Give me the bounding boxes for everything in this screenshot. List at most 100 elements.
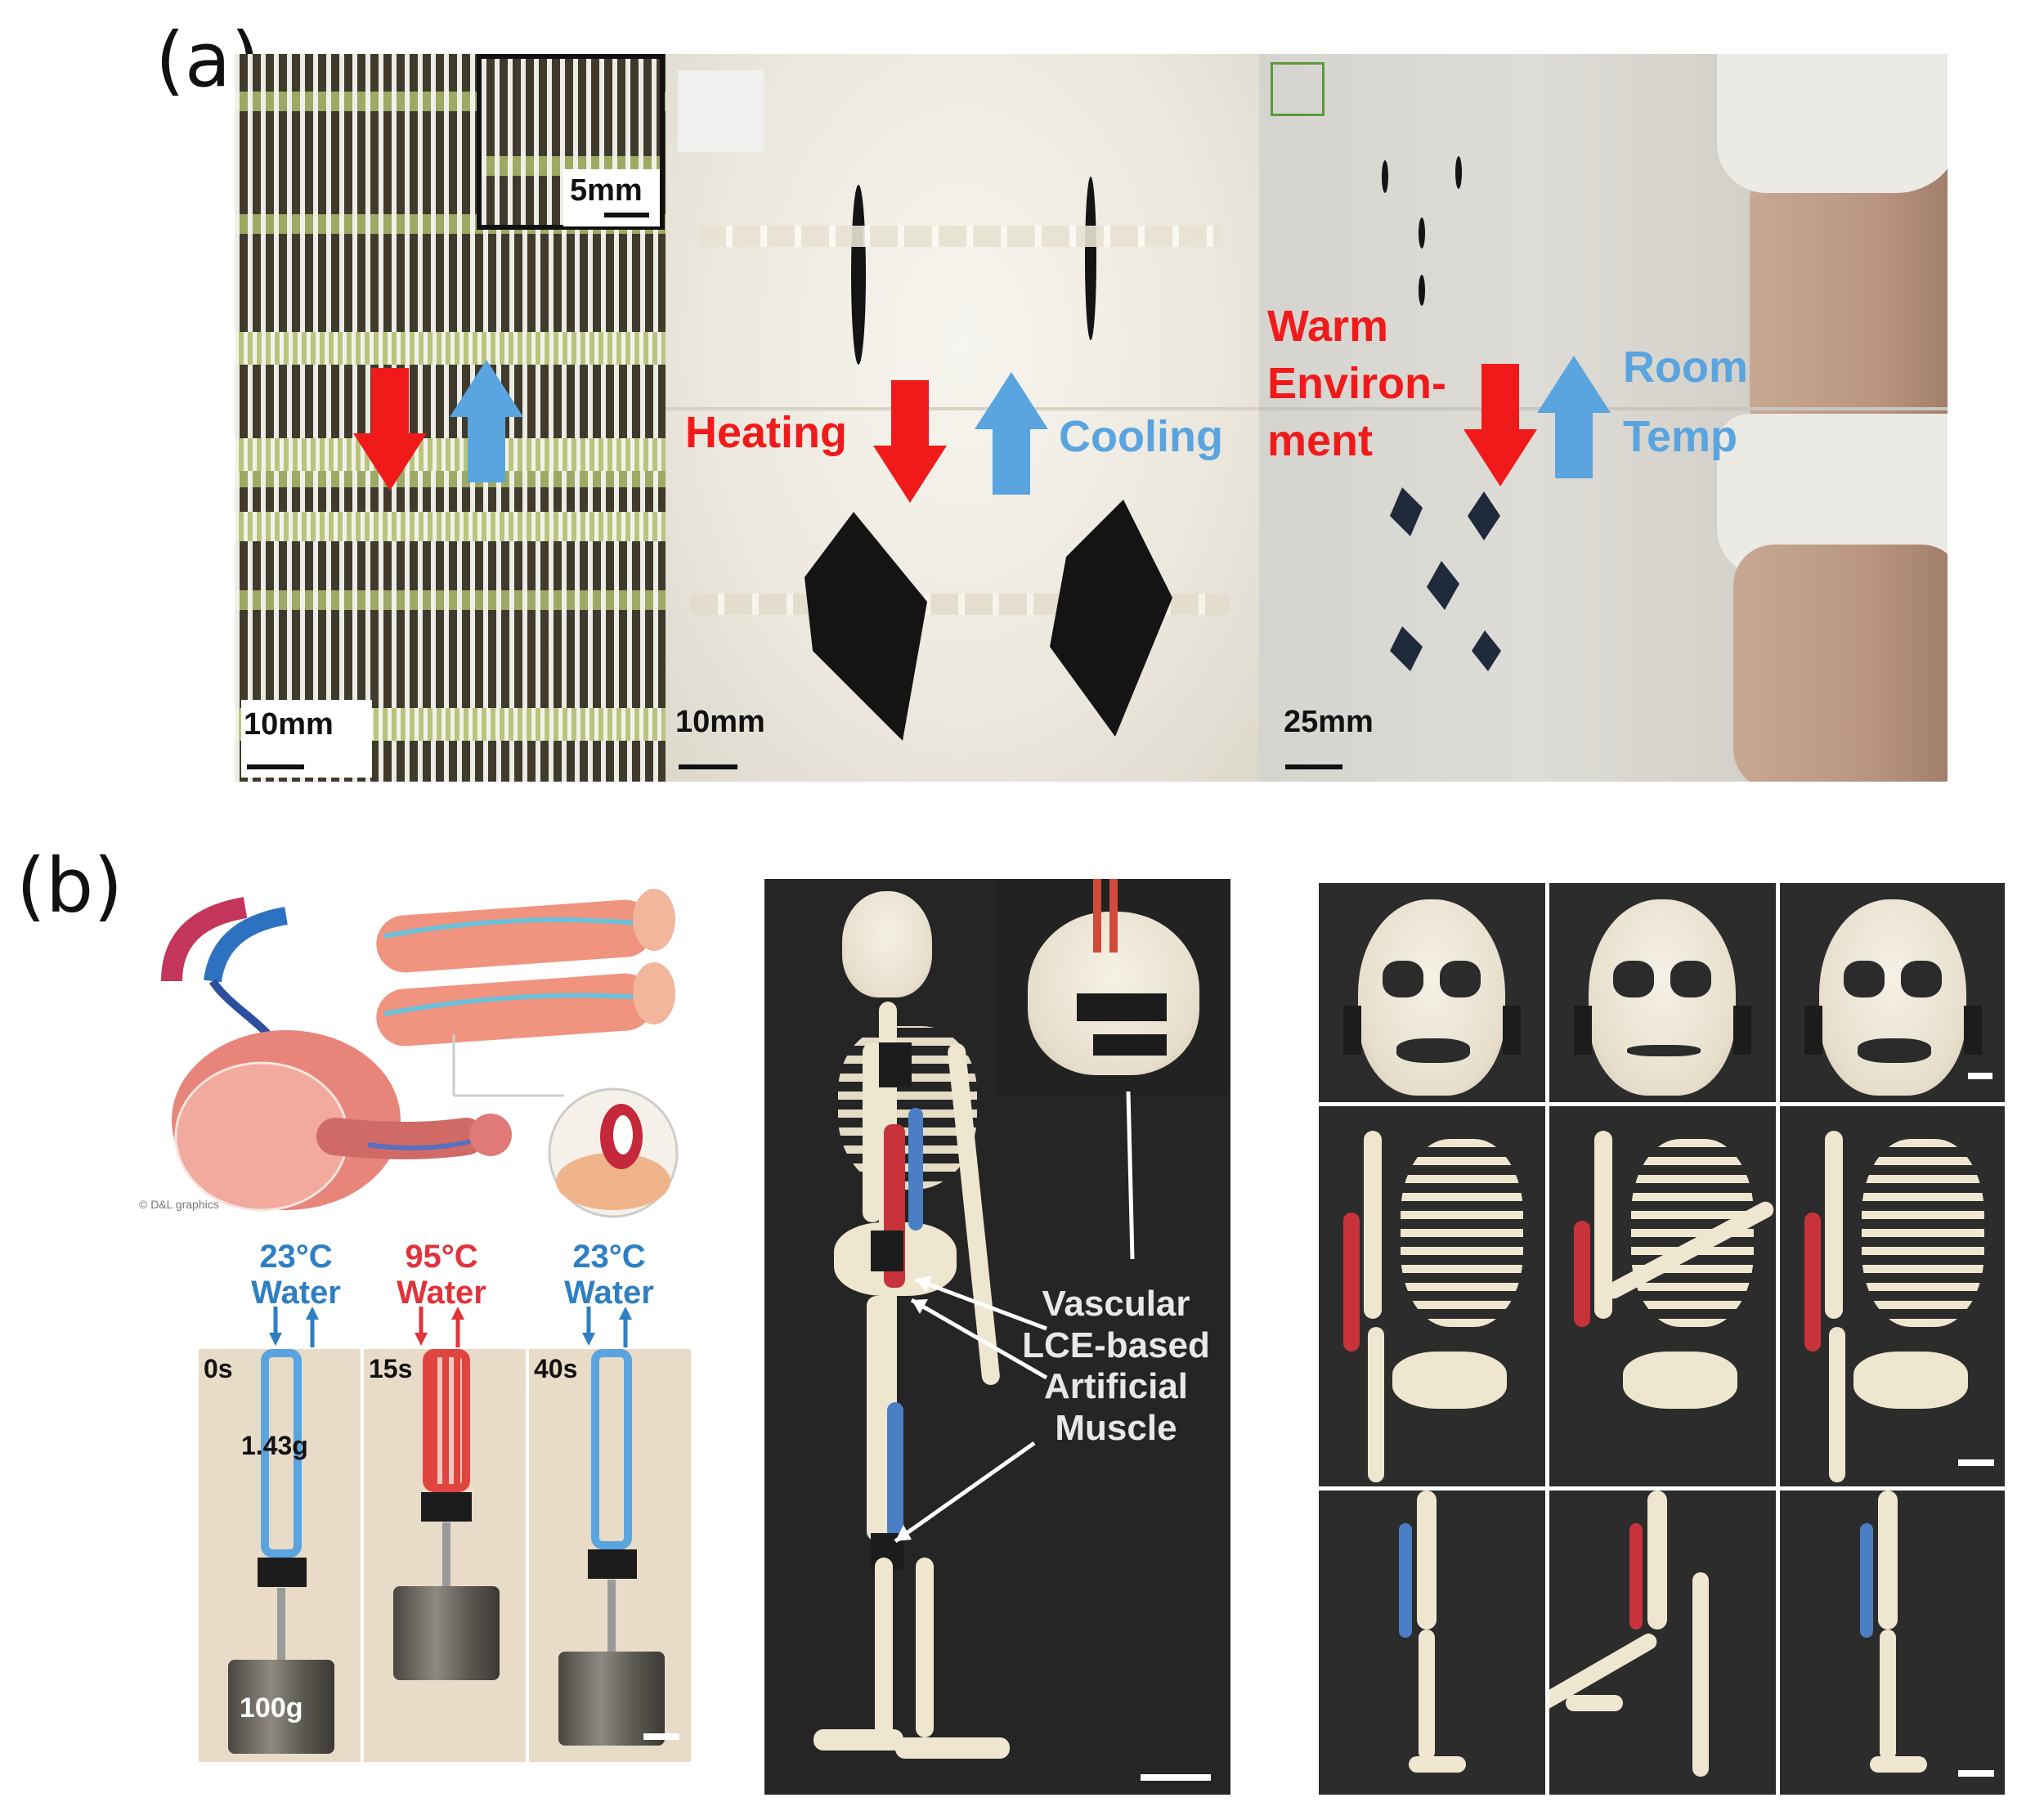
arm-frame-1 xyxy=(1319,1106,1545,1486)
actuator-frame-15s: 15s xyxy=(364,1349,526,1762)
weight xyxy=(228,1660,334,1754)
actuator-header-1-temp: 23°C xyxy=(259,1239,333,1275)
warm-label-line3: ment xyxy=(1267,416,1374,465)
right-scale-label: 25mm xyxy=(1284,705,1374,739)
femur xyxy=(1417,1491,1437,1629)
artificial-muscle xyxy=(1574,1221,1590,1327)
room-label-line2: Temp xyxy=(1623,412,1738,461)
cooling-label: Cooling xyxy=(1059,412,1223,461)
fabric-divider xyxy=(666,407,1259,410)
lce-tube xyxy=(1109,879,1118,953)
arm-upper xyxy=(1750,160,1948,446)
callout-line3: Artificial xyxy=(1043,1366,1189,1407)
ribcage xyxy=(1401,1139,1523,1327)
scale-bar xyxy=(643,1733,679,1740)
fabric-stitch-row xyxy=(698,226,1221,247)
eye-socket xyxy=(1844,961,1885,997)
foot xyxy=(1409,1756,1466,1773)
shirt-vent xyxy=(1472,630,1501,671)
skull xyxy=(1819,899,1966,1096)
room-temp-arrow-icon xyxy=(1537,356,1611,478)
weight-mass-label: 100g xyxy=(240,1692,303,1724)
callout-line2: LCE-based xyxy=(1022,1325,1210,1365)
artificial-muscle xyxy=(1399,1523,1412,1638)
flow-arrows-icon xyxy=(415,1307,464,1347)
shirt-vent xyxy=(1390,626,1423,671)
shirt-slit xyxy=(1419,217,1425,249)
actuator-header-1: 23°C Water xyxy=(231,1239,361,1311)
shirt-slit xyxy=(1455,156,1462,189)
actuator-clip xyxy=(1503,1006,1521,1055)
callout-line4: Muscle xyxy=(1055,1407,1177,1448)
upper-arm xyxy=(1594,1131,1612,1319)
left-scale-line xyxy=(247,764,304,769)
fabric-corner-patch xyxy=(678,70,764,152)
lce-tube xyxy=(1093,879,1101,953)
eye-socket xyxy=(1670,961,1711,997)
pelvis xyxy=(1853,1352,1968,1409)
scale-bar xyxy=(1968,1073,1992,1079)
hook xyxy=(442,1522,450,1588)
scale-bar xyxy=(1141,1774,1211,1781)
cooling-arrow-icon xyxy=(450,360,523,482)
binder-clip xyxy=(258,1558,307,1587)
weft-band xyxy=(235,438,666,471)
middle-scale-label: 10mm xyxy=(675,705,765,739)
actuator-clip xyxy=(1574,1006,1592,1055)
inset-scale-label: 5mm xyxy=(570,173,643,208)
actuator-tube xyxy=(591,1349,632,1549)
weft-band xyxy=(235,332,666,365)
cooling-arrow-icon xyxy=(975,372,1048,495)
scale-bar xyxy=(1958,1459,1994,1466)
warm-label-line2: Environ- xyxy=(1267,359,1447,408)
eye-socket xyxy=(1440,961,1481,997)
sleeve-upper xyxy=(1717,54,1948,193)
leg-frame-3 xyxy=(1780,1491,2005,1795)
open-mouth xyxy=(1396,1038,1470,1063)
flow-arrows-icon xyxy=(582,1307,632,1347)
fabric-hole-open xyxy=(805,512,927,741)
tibia xyxy=(875,1558,893,1737)
actuator-frame-0s: 0s 1.43g 100g xyxy=(199,1349,361,1762)
ribcage xyxy=(1862,1139,1984,1327)
closed-mouth xyxy=(1627,1045,1701,1056)
skull xyxy=(1358,899,1505,1096)
flow-arrows-icon xyxy=(269,1307,319,1347)
panel-b-label: (b) xyxy=(16,842,123,930)
weight xyxy=(558,1652,665,1746)
artificial-muscle xyxy=(1860,1523,1873,1638)
tibia xyxy=(1419,1629,1435,1760)
weight xyxy=(393,1586,500,1680)
foot xyxy=(895,1737,1010,1759)
actuator-header-3-temp: 23°C xyxy=(572,1239,646,1275)
actuator-clip xyxy=(1733,1006,1751,1055)
arm-frame-2 xyxy=(1549,1106,1776,1486)
upper-arm xyxy=(1364,1131,1382,1319)
actuator-clip xyxy=(871,1231,903,1271)
hook xyxy=(607,1580,616,1653)
forearm xyxy=(1368,1327,1384,1482)
actuator-clip xyxy=(1093,1034,1167,1056)
eye-socket xyxy=(1613,961,1654,997)
forearm xyxy=(1829,1327,1845,1482)
time-label: 0s xyxy=(204,1354,233,1383)
shirt-vent xyxy=(1427,561,1459,610)
actuator-tube xyxy=(423,1349,470,1492)
actuator-header-2-temp: 95°C xyxy=(405,1239,478,1275)
skeleton-skull xyxy=(842,891,932,997)
actuator-frame-40s: 40s xyxy=(529,1349,691,1762)
upper-arm xyxy=(1825,1131,1843,1319)
skeleton-photo: Vascular LCE-based Artificial Muscle xyxy=(764,879,1230,1795)
inset-photo: 5mm xyxy=(477,54,665,230)
actuator-header-3-medium: Water xyxy=(564,1275,654,1311)
callout-label: Vascular LCE-based Artificial Muscle xyxy=(1010,1284,1222,1449)
skull-inset xyxy=(995,879,1230,1096)
heating-arrow-icon xyxy=(873,380,947,503)
skull-frame-2 xyxy=(1549,883,1776,1102)
leg-frame-2 xyxy=(1549,1491,1776,1795)
actuator-clip xyxy=(1964,1006,1982,1055)
actuator-header-2-medium: Water xyxy=(397,1275,486,1311)
skull-frame-1 xyxy=(1319,883,1545,1102)
fabric-hole-open xyxy=(1050,500,1172,737)
foot xyxy=(1566,1695,1623,1711)
